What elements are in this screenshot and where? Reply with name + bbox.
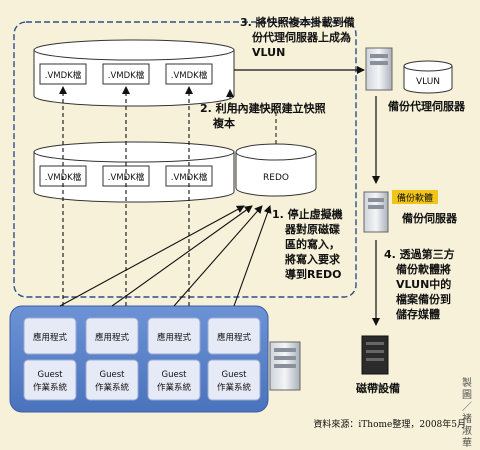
vmdk-file-snapshot-3: .VMDK檔 — [165, 63, 213, 85]
tape-device-label: 磁帶設備 — [356, 381, 400, 395]
step1-line4: 將寫入要求 — [285, 252, 341, 266]
vm-os-label: 作業系統 — [95, 382, 130, 393]
backup-software-badge: 備份軟體 — [392, 190, 438, 204]
step4-text: 4. 透過第三方 備份軟體將 VLUN中的 檔案備份到 儲存媒體 — [384, 247, 455, 321]
side-credit-char: 圖 — [462, 389, 472, 401]
vm-card-1: 應用程式 Guest 作業系統 — [23, 317, 77, 401]
side-credit-char: 製 — [462, 376, 472, 389]
step2-line2: 複本 — [212, 116, 235, 130]
step1-line2: 器對原磁碟 — [284, 222, 340, 236]
step3-line3: VLUN — [252, 46, 285, 59]
vmdk-label: .VMDK檔 — [45, 70, 82, 81]
vmdk-label: .VMDK檔 — [108, 70, 145, 81]
snapshot-read-arrows — [59, 86, 193, 306]
step3-line2: 份代理伺服器上成為 — [252, 30, 351, 44]
vm-os-label: 作業系統 — [157, 382, 192, 393]
step1-line5: 導到REDO — [285, 267, 341, 281]
vm-card-4: 應用程式 Guest 作業系統 — [207, 317, 261, 401]
vm-os-label: 作業系統 — [217, 382, 252, 393]
vm-guest-label: Guest — [222, 370, 248, 380]
step4-line3: VLUN中的 — [396, 277, 451, 291]
vm-app-label: 應用程式 — [33, 332, 68, 343]
source-credit: 資料來源：iThome整理，2008年5月 — [313, 418, 466, 430]
vm-os-label: 作業系統 — [33, 382, 68, 393]
step4-line1: 4. 透過第三方 — [384, 247, 455, 261]
backup-server-label: 備份伺服器 — [402, 211, 458, 225]
vm-card-2: 應用程式 Guest 作業系統 — [85, 317, 139, 401]
vlun-label: VLUN — [416, 77, 440, 87]
badge-label: 備份軟體 — [397, 192, 433, 204]
vm-guest-label: Guest — [162, 370, 188, 380]
backup-proxy-server-icon — [365, 47, 393, 91]
tape-device-icon — [361, 335, 389, 375]
redo-write-arrows — [59, 205, 272, 307]
step2-line1: 2. 利用內建快照建立快照 — [200, 101, 326, 115]
datastore-frame — [13, 21, 357, 298]
step2-text: 2. 利用內建快照建立快照 複本 — [200, 101, 326, 130]
esx-server-icon — [269, 341, 301, 391]
side-credit-char: 華 — [462, 437, 472, 449]
redo-cylinder: REDO — [235, 143, 317, 197]
side-credit-char: ／ — [462, 401, 472, 413]
step1-line3: 區的寫入， — [285, 237, 340, 251]
proxy-server-label: 備份代理伺服器 — [388, 99, 466, 113]
vm-guest-label: Guest — [38, 370, 64, 380]
step4-line4: 檔案備份到 — [396, 292, 451, 306]
step3-text: 3. 將快照複本掛載到備 份代理伺服器上成為 VLUN — [240, 15, 355, 59]
vmdk-file-snapshot-2: .VMDK檔 — [102, 63, 150, 85]
vmdk-label: .VMDK檔 — [171, 70, 208, 81]
vm-card-3: 應用程式 Guest 作業系統 — [147, 317, 201, 401]
step1-text: 1. 停止虛擬機 器對原磁碟 區的寫入， 將寫入要求 導到REDO — [272, 207, 343, 281]
vm-app-label: 應用程式 — [95, 332, 130, 343]
step4-line5: 儲存媒體 — [395, 307, 440, 321]
vm-app-label: 應用程式 — [217, 332, 252, 343]
snapshot-create-arrow — [226, 89, 277, 144]
backup-server-icon — [363, 191, 389, 233]
vmdk-file-snapshot-1: .VMDK檔 — [39, 63, 87, 85]
vm-app-label: 應用程式 — [157, 332, 192, 343]
step3-line1: 3. 將快照複本掛載到備 — [240, 15, 355, 29]
vm-guest-label: Guest — [100, 370, 126, 380]
step4-line2: 備份軟體將 — [396, 262, 451, 276]
redo-label: REDO — [263, 173, 289, 183]
side-credit-char: 淑 — [462, 424, 472, 437]
side-credit: 製 圖 ／ 褚 淑 華 — [462, 376, 472, 449]
side-credit-char: 褚 — [462, 412, 472, 425]
step1-line1: 1. 停止虛擬機 — [272, 207, 343, 221]
vlun-cylinder: VLUN — [403, 60, 453, 94]
